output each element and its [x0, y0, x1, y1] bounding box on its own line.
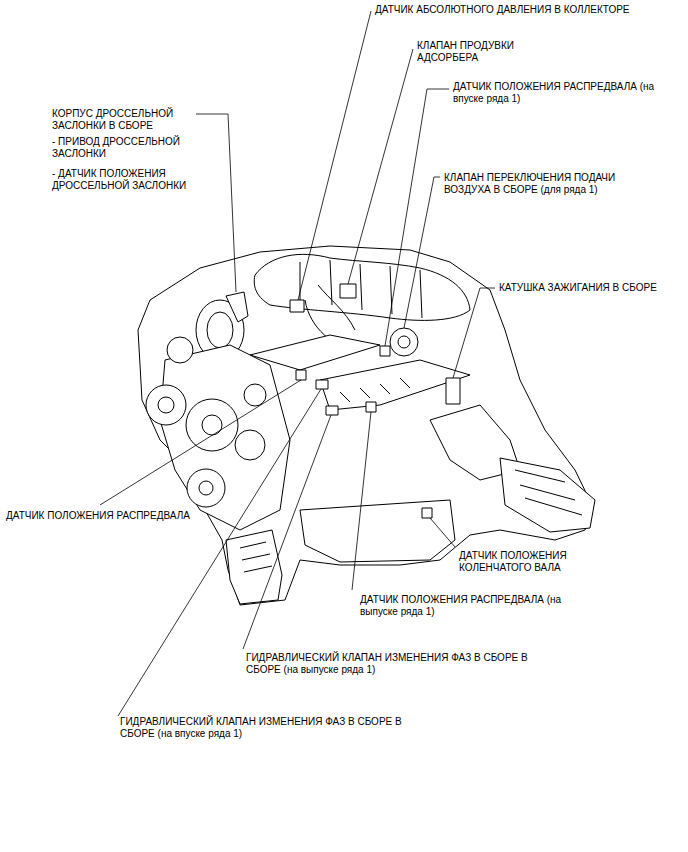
part-label: ДАТЧИК ПОЛОЖЕНИЯ РАСПРЕДВАЛА (на впуске …	[453, 81, 660, 105]
throttle-bore	[207, 312, 233, 348]
ignition-coil	[446, 378, 460, 404]
crank-sensor	[422, 508, 432, 518]
air-switching-valve	[398, 336, 410, 348]
leader-line	[453, 288, 495, 378]
cam-sensor	[366, 402, 376, 412]
part-label: ДАТЧИК ПОЛОЖЕНИЯ КОЛЕНЧАТОГО ВАЛА	[459, 550, 609, 574]
oil-pan	[300, 500, 455, 562]
part-label: КЛАПАН ПРОДУВКИ АДСОРБЕРА	[417, 40, 542, 64]
pulley	[235, 430, 265, 460]
pulley	[186, 399, 238, 451]
leader-line	[348, 49, 413, 284]
bracket-detail	[240, 542, 272, 572]
leader-line	[196, 114, 236, 292]
pulley	[244, 384, 266, 406]
cover-ribs	[340, 378, 410, 402]
part-label: - ПРИВОД ДРОССЕЛЬНОЙ ЗАСЛОНКИ	[52, 136, 222, 160]
pulley	[202, 415, 222, 435]
ocv-valve	[316, 380, 328, 389]
leader-line	[298, 11, 371, 300]
pulley	[187, 469, 225, 507]
part-label: - ДАТЧИК ПОЛОЖЕНИЯ ДРОССЕЛЬНОЙ ЗАСЛОНКИ	[52, 168, 207, 192]
part-label: КЛАПАН ПЕРЕКЛЮЧЕНИЯ ПОДАЧИ ВОЗДУХА В СБО…	[444, 172, 634, 196]
purge-valve	[340, 284, 356, 298]
part-label: ДАТЧИК ПОЛОЖЕНИЯ РАСПРЕДВАЛА (на выпуске…	[360, 594, 567, 618]
leader-line	[243, 415, 331, 649]
leader-line	[385, 89, 449, 346]
leader-line	[404, 177, 440, 328]
catalytic-converter	[500, 458, 595, 532]
intake-runners	[300, 260, 422, 318]
leader-line	[100, 380, 301, 505]
cam-sensor	[296, 370, 306, 380]
air-switching-valve	[390, 328, 418, 356]
part-label: ДАТЧИК ПОЛОЖЕНИЯ РАСПРЕДВАЛА	[6, 510, 221, 522]
part-label: ГИДРАВЛИЧЕСКИЙ КЛАПАН ИЗМЕНЕНИЯ ФАЗ В СБ…	[120, 716, 408, 740]
leader-line	[430, 518, 455, 547]
throttle-actuator	[226, 292, 248, 322]
pulley	[167, 337, 193, 363]
ocv-valve	[326, 406, 338, 415]
timing-cover	[160, 345, 290, 530]
pulley	[158, 397, 174, 413]
valve-cover-right	[320, 360, 470, 410]
part-label: ДАТЧИК АБСОЛЮТНОГО ДАВЛЕНИЯ В КОЛЛЕКТОРЕ	[375, 4, 675, 16]
intake-manifold	[254, 254, 470, 320]
part-label: ГИДРАВЛИЧЕСКИЙ КЛАПАН ИЗМЕНЕНИЯ ФАЗ В СБ…	[246, 652, 534, 676]
part-label: КОРПУС ДРОССЕЛЬНОЙ ЗАСЛОНКИ В СБОРЕ	[52, 108, 192, 132]
cam-sensor	[380, 346, 390, 356]
part-label: КАТУШКА ЗАЖИГАНИЯ В СБОРЕ	[499, 282, 681, 294]
converter-lines	[515, 470, 582, 515]
pulley	[199, 481, 213, 495]
leader-line	[352, 412, 371, 590]
pulley	[146, 385, 186, 425]
map-sensor	[290, 300, 304, 312]
